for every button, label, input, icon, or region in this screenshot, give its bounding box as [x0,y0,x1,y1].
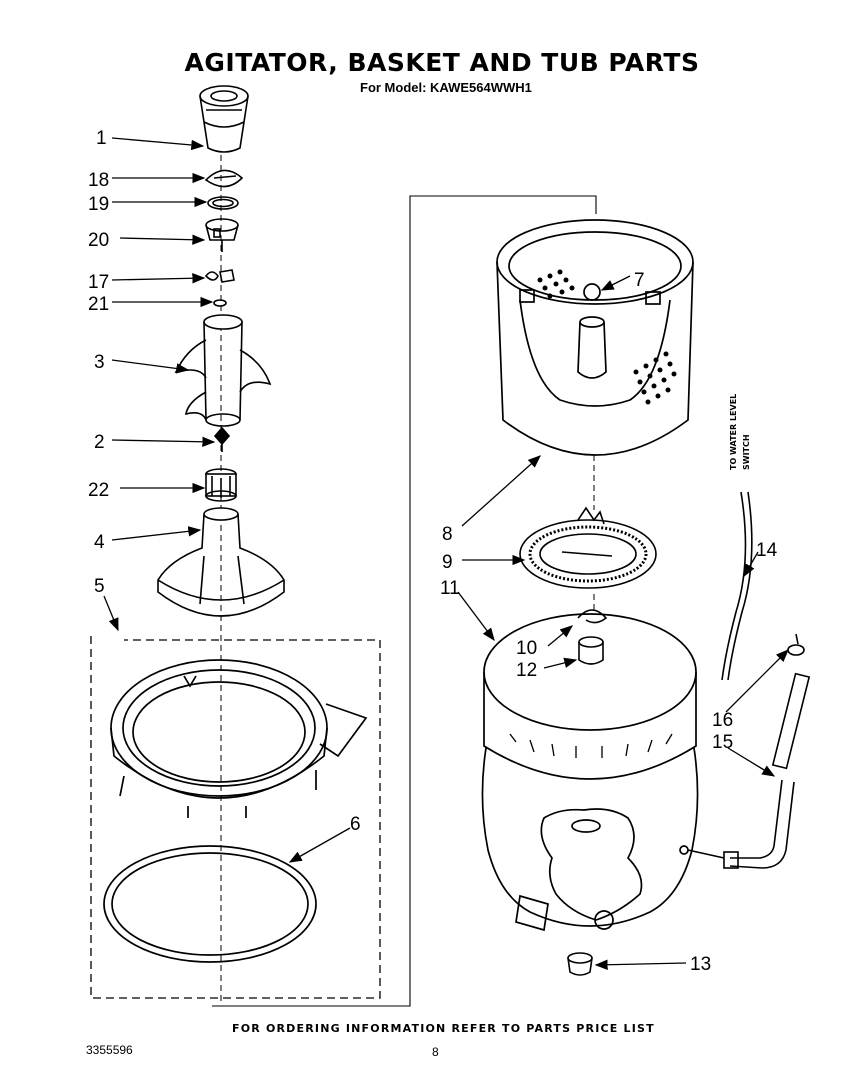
water-level-label-2: SWITCH [742,434,751,470]
ring-part [207,196,239,210]
hose-parts [687,491,811,869]
callout-5: 5 [94,576,105,597]
callout-10: 10 [516,638,537,659]
pressure-hose-part [721,491,747,681]
callout-4: 4 [94,532,105,553]
connector-line [212,195,597,1007]
callout-21: 21 [88,294,109,315]
spin-parts [577,594,608,665]
callout-1: 1 [96,128,107,149]
model-subtitle: For Model: KAWE564WWH1 [360,80,532,95]
basket-part [496,219,694,510]
water-level-label-1: TO WATER LEVEL [729,394,738,470]
callout-16: 16 [712,710,733,731]
outer-tub-part [481,613,699,932]
document-number: 3355596 [86,1043,133,1057]
clamp-part [787,644,805,656]
callout-18: 18 [88,170,109,191]
callout-19: 19 [88,194,109,215]
leader-lines [103,137,789,970]
tub-ring-group [90,636,381,999]
callout-7: 7 [634,270,645,291]
callouts: 1 18 19 20 17 21 3 2 22 4 5 6 7 8 9 11 1… [88,128,778,975]
agitator-cap-part [199,85,249,153]
callout-22: 22 [88,480,109,501]
callout-13: 13 [690,954,711,975]
seal-ring-part [103,845,317,963]
callout-12: 12 [516,660,537,681]
dog-part [205,218,239,252]
agitator-base-part [157,507,285,617]
callout-3: 3 [94,352,105,373]
callout-2: 2 [94,432,105,453]
callout-20: 20 [88,230,109,251]
small-ring-part [213,299,227,307]
drain-plug-part [567,952,593,976]
ordering-info-note: FOR ORDERING INFORMATION REFER TO PARTS … [232,1022,655,1035]
bolt-part [213,426,231,452]
hose-part [771,672,811,770]
drive-block-part [205,468,237,502]
callout-15: 15 [712,732,733,753]
cam-part [204,169,244,188]
page-number: 8 [432,1045,439,1059]
callout-14: 14 [756,540,778,561]
spring-clip-part [204,269,235,283]
agitator-assembly [157,85,285,1005]
basket-holes [537,269,677,405]
callout-17: 17 [88,272,109,293]
page-title: AGITATOR, BASKET AND TUB PARTS [184,48,700,77]
auger-part [174,314,272,427]
callout-11: 11 [440,578,460,599]
gear-ring-part [519,506,657,589]
spring-part [577,609,608,624]
callout-9: 9 [442,552,453,573]
drain-hose-part [730,779,783,859]
callout-8: 8 [442,524,453,545]
tub-ring-part [110,659,368,818]
callout-6: 6 [350,814,361,835]
